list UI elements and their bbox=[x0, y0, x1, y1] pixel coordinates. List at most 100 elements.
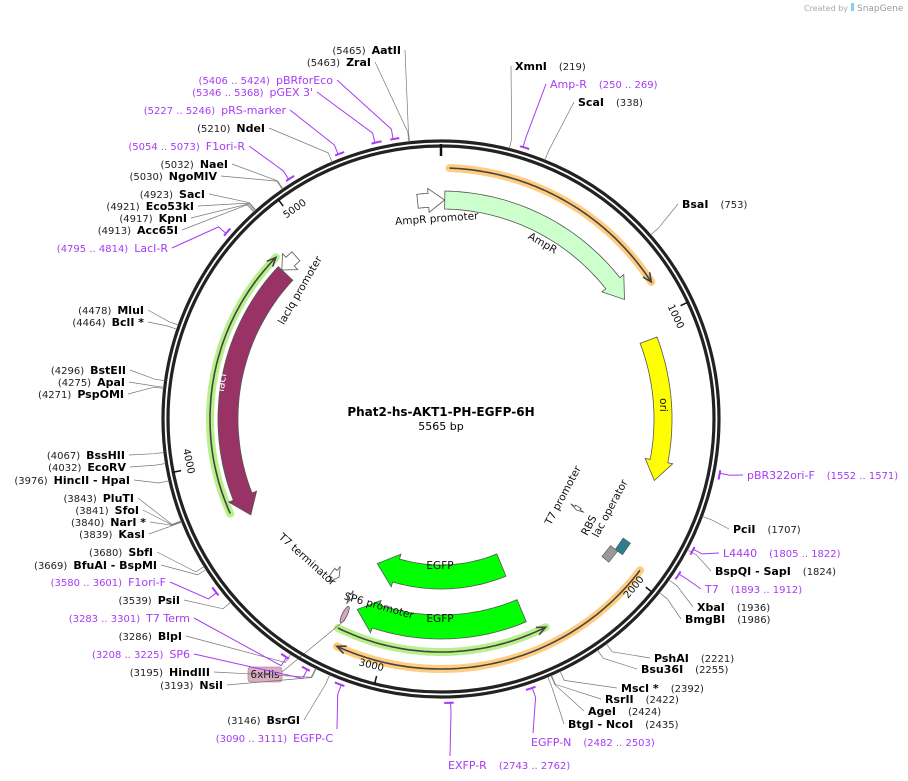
name: T7 bbox=[704, 583, 719, 596]
primer-pbr322ori-f[interactable]: pBR322ori-F(1552 .. 1571) bbox=[747, 469, 898, 482]
feature-6xhis[interactable] bbox=[338, 605, 350, 624]
site-mlui[interactable]: (4478)MluI bbox=[78, 304, 144, 317]
name: KpnI bbox=[159, 212, 187, 225]
site-naei[interactable]: (5032)NaeI bbox=[161, 158, 228, 171]
primer-laci-r[interactable]: (4795 .. 4814)LacI-R bbox=[57, 242, 169, 255]
primer-pgex-3[interactable]: (5346 .. 5368)pGEX 3' bbox=[192, 86, 313, 99]
primer-egfp-c[interactable]: (3090 .. 3111)EGFP-C bbox=[216, 732, 334, 745]
primer-t7-term[interactable]: (3283 .. 3301)T7 Term bbox=[69, 612, 190, 625]
site-xbai[interactable]: XbaI(1936) bbox=[697, 601, 770, 614]
name: EGFP-C bbox=[293, 732, 333, 745]
site-nari[interactable]: (3840)NarI * bbox=[71, 516, 146, 529]
feature-ampr-arrow[interactable] bbox=[444, 190, 625, 301]
site-aatii[interactable]: (5465)AatII bbox=[332, 44, 401, 57]
location: (4913) bbox=[98, 226, 131, 237]
label-line bbox=[508, 65, 513, 149]
site-sbfi[interactable]: (3680)SbfI bbox=[89, 546, 153, 559]
site-xmni[interactable]: XmnI(219) bbox=[515, 60, 586, 73]
site-bsai[interactable]: BsaI(753) bbox=[682, 198, 747, 211]
label-line bbox=[597, 649, 638, 670]
primer-amp-r[interactable]: Amp-R(250 .. 269) bbox=[550, 78, 658, 91]
label-text: (3146)BsrGI bbox=[227, 714, 300, 727]
label-line bbox=[668, 579, 694, 608]
primer-pbrforeco[interactable]: (5406 .. 5424)pBRforEco bbox=[199, 74, 334, 87]
primer-t7[interactable]: T7(1893 .. 1912) bbox=[704, 583, 802, 596]
site-bsteii[interactable]: (4296)BstEII bbox=[51, 364, 126, 377]
highlight-layer bbox=[206, 164, 656, 674]
feature-egfp-arrow[interactable] bbox=[356, 599, 527, 640]
location: (3840) bbox=[71, 518, 104, 529]
site-ngomiv[interactable]: (5030)NgoMIV bbox=[130, 170, 218, 183]
feature-laciq-promoter-arrow[interactable] bbox=[281, 251, 301, 271]
name: BfuAI - BspMI bbox=[73, 559, 157, 572]
site-pluti[interactable]: (3843)PluTI bbox=[63, 492, 134, 505]
site-acc65i[interactable]: (4913)Acc65I bbox=[98, 224, 178, 237]
site-eco53ki[interactable]: (4921)Eco53kI bbox=[106, 200, 194, 213]
site-psii[interactable]: (3539)PsiI bbox=[118, 594, 180, 607]
site-ndei[interactable]: (5210)NdeI bbox=[197, 122, 265, 135]
name: ScaI bbox=[578, 96, 604, 109]
primer-egfp-n[interactable]: EGFP-N (2482 .. 2503) bbox=[531, 736, 655, 749]
site-bsshii[interactable]: (4067)BssHII bbox=[47, 449, 125, 462]
site-ecorv[interactable]: (4032)EcoRV bbox=[48, 461, 126, 474]
site-apai[interactable]: (4275)ApaI bbox=[58, 376, 125, 389]
label-text: MscI *(2392) bbox=[621, 682, 704, 695]
site-nsii[interactable]: (3193)NsiI bbox=[160, 679, 223, 692]
location: (3146) bbox=[227, 716, 260, 727]
feature-t7-promoter-arrow[interactable] bbox=[570, 503, 585, 513]
site-bsu36i[interactable]: Bsu36I(2255) bbox=[641, 663, 729, 676]
primer-f1ori-f[interactable]: (3580 .. 3601)F1ori-F bbox=[51, 576, 166, 589]
feature-label-laci: lacI bbox=[215, 373, 229, 393]
site-agei[interactable]: AgeI(2424) bbox=[588, 705, 661, 718]
location: (2482 .. 2503) bbox=[583, 738, 655, 749]
site-bmgbi[interactable]: BmgBI(1986) bbox=[685, 613, 771, 626]
feature-lac-operator[interactable] bbox=[614, 537, 631, 556]
site-bsrgi[interactable]: (3146)BsrGI bbox=[227, 714, 300, 727]
primer-exfp-r[interactable]: EXFP-R(2743 .. 2762) bbox=[448, 759, 570, 772]
primer-sp6[interactable]: (3208 .. 3225)SP6 bbox=[92, 648, 190, 661]
label-line bbox=[650, 203, 679, 236]
site-pspomi[interactable]: (4271)PspOMI bbox=[38, 388, 124, 401]
label-text: (3839)KasI bbox=[79, 528, 145, 541]
site-blpi[interactable]: (3286)BlpI bbox=[119, 630, 182, 643]
label-text: BspQI - SapI(1824) bbox=[715, 565, 836, 578]
site-pcii[interactable]: PciI(1707) bbox=[733, 523, 801, 536]
site-hincii-hpai[interactable]: (3976)HincII - HpaI bbox=[14, 474, 130, 487]
feature-laci-arrow[interactable] bbox=[217, 266, 294, 516]
label-line bbox=[183, 599, 231, 610]
site-scai[interactable]: ScaI(338) bbox=[578, 96, 643, 109]
site-sfoi[interactable]: (3841)SfoI bbox=[75, 504, 139, 517]
feature-ori-arrow[interactable] bbox=[639, 336, 674, 482]
feature-t7-terminator-arrow[interactable] bbox=[328, 566, 341, 583]
site-rsrii[interactable]: RsrII(2422) bbox=[605, 693, 679, 706]
site-pshai[interactable]: PshAI(2221) bbox=[654, 652, 734, 665]
name: EGFP-N bbox=[531, 736, 571, 749]
label-line bbox=[181, 204, 254, 231]
site-bcli[interactable]: (4464)BclI * bbox=[72, 316, 144, 329]
site-msci[interactable]: MscI *(2392) bbox=[621, 682, 704, 695]
site-zrai[interactable]: (5463)ZraI bbox=[307, 56, 371, 69]
site-bspqi-sapi[interactable]: BspQI - SapI(1824) bbox=[715, 565, 836, 578]
feature-sp6-promoter-arrow[interactable] bbox=[346, 590, 354, 604]
site-kasi[interactable]: (3839)KasI bbox=[79, 528, 145, 541]
primer-l4440[interactable]: L4440(1805 .. 1822) bbox=[723, 547, 841, 560]
name: NaeI bbox=[200, 158, 228, 171]
location: (2424) bbox=[628, 707, 661, 718]
primer-f1ori-r[interactable]: (5054 .. 5073)F1ori-R bbox=[128, 140, 245, 153]
primer-prs-marker[interactable]: (5227 .. 5246)pRS-marker bbox=[144, 104, 287, 117]
label-line bbox=[133, 479, 169, 484]
name: HincII - HpaI bbox=[54, 474, 130, 487]
watermark-brand: SnapGene bbox=[857, 4, 904, 14]
feature-egfp-arrow[interactable] bbox=[376, 553, 507, 590]
name: RsrII bbox=[605, 693, 634, 706]
site-hindiii[interactable]: (3195)HindIII bbox=[130, 666, 210, 679]
label-line bbox=[316, 91, 376, 143]
site-bfuai-bspmi[interactable]: (3669)BfuAI - BspMI bbox=[34, 559, 157, 572]
site-saci[interactable]: (4923)SacI bbox=[140, 188, 205, 201]
feature-rbs[interactable] bbox=[601, 545, 619, 563]
site-kpni[interactable]: (4917)KpnI bbox=[119, 212, 187, 225]
feature-ampr-promoter-arrow[interactable] bbox=[416, 187, 446, 214]
site-btgi-ncoi[interactable]: BtgI - NcoI(2435) bbox=[568, 718, 679, 731]
location: (3841) bbox=[75, 506, 108, 517]
